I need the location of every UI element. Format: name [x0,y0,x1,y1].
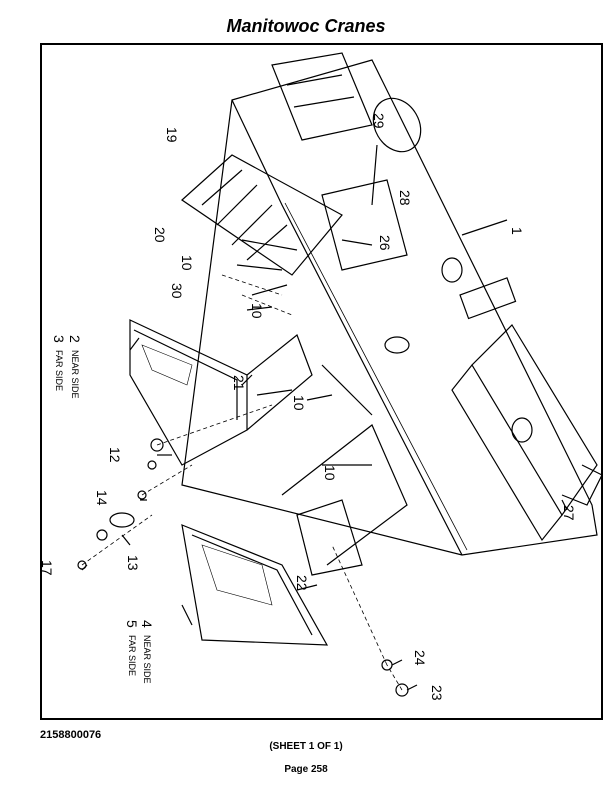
callout-28: 28 [397,190,413,206]
callout-12: 12 [107,447,123,463]
label-near-side-2: NEAR SIDE [70,350,80,399]
door-22 [296,499,363,576]
exploded-parts-drawing: 1 2 3 4 5 10 10 10 10 12 13 14 17 19 20 … [42,52,601,701]
screw-17 [77,560,87,570]
callout-19: 19 [164,127,180,143]
label-far-side-3: FAR SIDE [54,350,64,391]
box-4-5 [181,524,329,646]
drawing-number: 2158800076 [40,729,102,741]
callout-29: 29 [371,113,387,129]
hinge-12 [150,438,164,452]
callout-5: 5 [124,620,140,628]
callout-30: 30 [169,283,185,299]
callout-10: 10 [291,395,307,411]
label-far-side-5: FAR SIDE [127,635,137,676]
frame-19 [181,154,343,276]
callout-1: 1 [509,227,525,235]
callout-26: 26 [377,235,393,251]
callout-13: 13 [125,555,141,571]
handle-13 [109,512,135,528]
page-number: Page 258 [284,764,328,775]
drawing-frame [40,43,603,720]
callout-17: 17 [42,560,55,576]
callout-24: 24 [412,650,428,666]
callout-4: 4 [139,620,155,628]
bolt-14 [137,490,147,500]
sheet-indicator: (SHEET 1 OF 1) [269,741,343,752]
callout-3: 3 [51,335,67,343]
label-near-side-4: NEAR SIDE [142,635,152,684]
callout-21: 21 [231,375,247,391]
step-box-27 [471,324,598,517]
callout-10: 10 [249,303,265,319]
callout-2: 2 [67,335,83,343]
callout-23: 23 [429,685,445,701]
main-panel-outline [181,59,598,556]
box-2-3 [129,319,248,466]
callout-22: 22 [294,575,310,591]
callout-27: 27 [561,505,577,521]
page-title: Manitowoc Cranes [226,16,386,36]
callout-10: 10 [179,255,195,271]
round-hatch [372,97,422,153]
callout-14: 14 [94,490,110,506]
callout-10: 10 [322,465,338,481]
cover-plate-26 [321,179,408,271]
callout-20: 20 [152,227,168,243]
